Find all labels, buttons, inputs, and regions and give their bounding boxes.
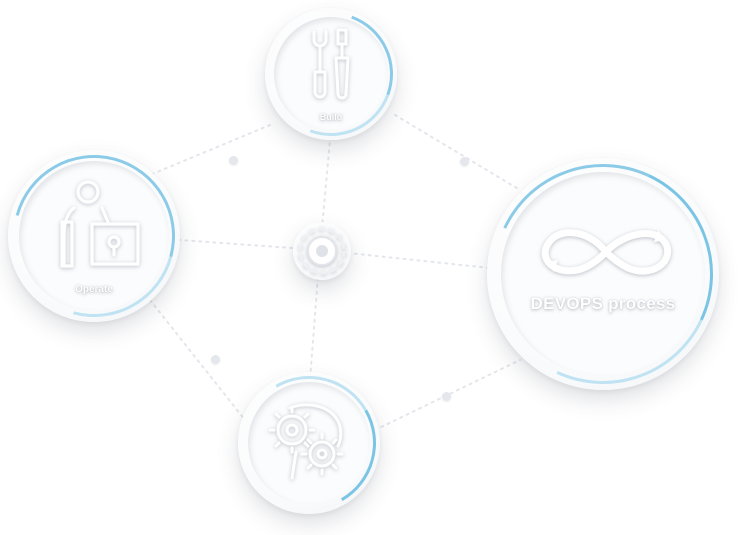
node-build-ring <box>274 17 388 131</box>
gears-head-icon <box>268 403 344 480</box>
link-build-process <box>394 114 521 191</box>
connector-dot <box>460 157 469 166</box>
link-build-operate <box>149 124 271 176</box>
node-operate-label: Operate <box>75 284 113 295</box>
node-build-label: Build <box>319 112 343 122</box>
infinity-icon <box>541 229 672 275</box>
link-hub-build <box>319 139 331 251</box>
connector-dot <box>229 156 238 165</box>
operator-laptop-icon <box>60 180 140 268</box>
node-hub[interactable] <box>293 222 351 280</box>
gear-icon <box>298 227 346 275</box>
node-plan[interactable] <box>226 360 392 526</box>
node-build[interactable]: Build <box>248 0 414 157</box>
link-operate-plan <box>149 299 246 421</box>
connector-dot <box>211 355 220 364</box>
node-process-label: DEVOPS process <box>530 294 676 313</box>
connector-dot <box>442 392 451 401</box>
node-devops-process[interactable]: DEVOPS process <box>462 133 744 415</box>
node-operate[interactable]: Operate <box>0 125 205 347</box>
node-process-ring <box>501 172 705 376</box>
tools-icon <box>312 28 350 100</box>
link-plan-process <box>374 359 521 431</box>
